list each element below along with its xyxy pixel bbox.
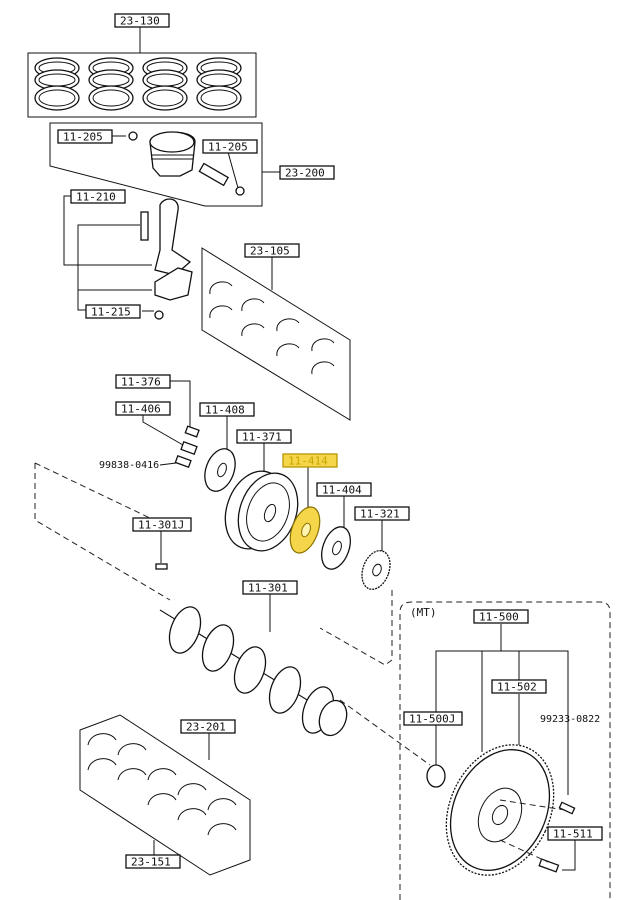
main-bearing-icon [147, 793, 177, 806]
part-number: 23-151 [131, 856, 171, 869]
part-number: 23-201 [186, 721, 226, 734]
label-99838-0416[interactable]: 99838-0416 [99, 460, 159, 471]
main-bearings [79, 714, 251, 876]
part-number: 23-200 [285, 167, 325, 180]
bearing-shell-icon [276, 318, 300, 332]
part-label-11-371[interactable]: 11-371 [236, 429, 292, 444]
crank-web-icon [233, 646, 267, 694]
part-number: 23-130 [120, 15, 160, 28]
main-bearing-icon [207, 823, 237, 836]
part-label-11-215[interactable]: 11-215 [85, 304, 141, 319]
part-number: 11-321 [360, 508, 400, 521]
bearing-shell-icon [311, 338, 335, 352]
crankshaft [159, 594, 431, 766]
part-number: 11-502 [497, 681, 537, 694]
part-label-11-205b[interactable]: 11-205 [202, 139, 258, 154]
part-label-23-151[interactable]: 23-151 [125, 854, 181, 869]
part-number: 11-500J [409, 713, 455, 726]
part-number: 11-205 [63, 131, 103, 144]
part-label-11-321[interactable]: 11-321 [354, 506, 410, 521]
part-number: 11-408 [205, 404, 245, 417]
main-bearing-icon [117, 743, 147, 756]
part-label-11-500[interactable]: 11-500 [473, 609, 529, 624]
crank-web-icon [201, 624, 235, 672]
main-bearing-icon [87, 758, 117, 771]
part-label-23-200[interactable]: 23-200 [279, 165, 335, 180]
main-bearing-icon [177, 783, 207, 796]
piston-rings [27, 27, 257, 118]
label-99233-0822[interactable]: 99233-0822 [540, 714, 600, 725]
main-bearing-icon [87, 733, 117, 746]
crank-web-icon [268, 666, 302, 714]
part-number: 11-205 [208, 141, 248, 154]
part-label-11-511[interactable]: 11-511 [547, 826, 603, 841]
bearing-shell-icon [241, 298, 265, 312]
part-label-23-201[interactable]: 23-201 [180, 719, 236, 734]
part-number: 23-105 [250, 245, 290, 258]
part-label-11-205a[interactable]: 11-205 [57, 129, 113, 144]
part-label-11-404[interactable]: 11-404 [316, 482, 372, 497]
part-number: 11-511 [553, 828, 593, 841]
part-label-11-376[interactable]: 11-376 [115, 374, 171, 389]
main-bearing-icon [207, 798, 237, 811]
main-bearing-icon [177, 808, 207, 821]
part-number: 11-301J [138, 519, 184, 532]
part-label-11-408[interactable]: 11-408 [199, 402, 255, 417]
part-number: 11-500 [479, 611, 519, 624]
bearing-shell-icon [209, 281, 233, 295]
flywheel-mt-group [399, 601, 611, 900]
part-number: 11-414 [288, 455, 328, 468]
bearing-shell-icon [209, 305, 233, 319]
piston-assembly [49, 122, 280, 207]
crank-flange-icon [318, 699, 348, 737]
main-bearing-icon [147, 768, 177, 781]
front-pulley-group [34, 380, 393, 666]
main-bearing-icon [117, 768, 147, 781]
part-label-23-130[interactable]: 23-130 [114, 13, 170, 28]
part-label-11-502[interactable]: 11-502 [491, 679, 547, 694]
bearing-shell-icon [311, 361, 335, 375]
part-label-11-210[interactable]: 11-210 [70, 189, 126, 204]
part-number: 11-301 [248, 582, 288, 595]
part-label-11-301[interactable]: 11-301 [242, 580, 298, 595]
bearing-shell-icon [276, 343, 300, 357]
part-label-11-500J[interactable]: 11-500J [403, 711, 463, 726]
label-mt: (MT) [410, 606, 437, 619]
part-number: 11-376 [121, 376, 161, 389]
part-number: 11-406 [121, 403, 161, 416]
part-number: 11-371 [242, 431, 282, 444]
crank-web-icon [168, 606, 202, 654]
part-number: 11-210 [76, 191, 116, 204]
part-label-11-406[interactable]: 11-406 [115, 401, 171, 416]
part-number: 11-215 [91, 306, 131, 319]
part-label-11-301J[interactable]: 11-301J [132, 517, 192, 532]
part-label-23-105[interactable]: 23-105 [244, 243, 300, 258]
bearing-shell-icon [241, 323, 265, 337]
part-number: 11-404 [322, 484, 362, 497]
connecting-rod [63, 195, 193, 320]
part-label-11-414[interactable]: 11-414 [282, 453, 338, 468]
rod-bearings [201, 247, 351, 421]
